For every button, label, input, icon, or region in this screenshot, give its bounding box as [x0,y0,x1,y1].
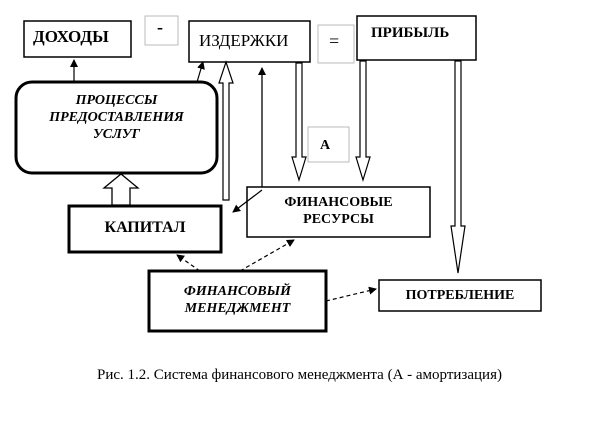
capital-box [67,204,223,254]
fin-resources-label-line2: РЕСУРСЫ [303,212,374,227]
fin-management-label-line1: ФИНАНСОВЫЙ [183,284,292,299]
costs-label: ИЗДЕРЖКИ [199,31,289,50]
costs-box [188,20,311,63]
fin-resources-label-line1: ФИНАНСОВЫЕ [284,195,393,210]
processes-label-line2: ПРЕДОСТАВЛЕНИЯ [49,110,184,125]
arrow-finres-capital [232,189,263,213]
arrow-up-to-costs [218,60,234,201]
amort-box [307,126,350,163]
arrow-profit-consumption [450,60,466,274]
arrow-processes-costs [196,61,205,83]
consumption-label: ПОТРЕБЛЕНИЕ [405,288,515,303]
dashed-arrow-to-consumption [325,286,377,302]
arrow-costs-finres [291,62,307,183]
consumption-box [378,279,542,312]
amort-label: А [320,138,331,153]
capital-label: КАПИТАЛ [104,219,186,236]
profit-label: ПРИБЫЛЬ [371,25,450,41]
processes-label-line1: ПРОЦЕССЫ [75,93,158,108]
processes-label-line3: УСЛУГ [92,127,141,142]
minus-label: - [157,17,163,37]
minus-box [144,15,179,46]
equals-box [317,24,355,64]
profit-box [356,15,477,61]
fin-management-box [147,269,328,333]
fin-management-label-line2: МЕНЕДЖМЕНТ [184,301,291,316]
income-label: ДОХОДЫ [33,27,109,46]
equals-label: = [329,31,340,51]
processes-box [14,80,219,175]
dashed-arrow-to-capital [176,254,201,272]
fin-resources-box [246,186,431,238]
dashed-arrow-to-fin-resources [239,239,295,272]
arrow-profit-finres [355,60,371,183]
income-box [23,20,132,58]
arrow-capital-processes [102,173,140,206]
figure-caption: Рис. 1.2. Система финансового менеджмент… [97,367,502,383]
